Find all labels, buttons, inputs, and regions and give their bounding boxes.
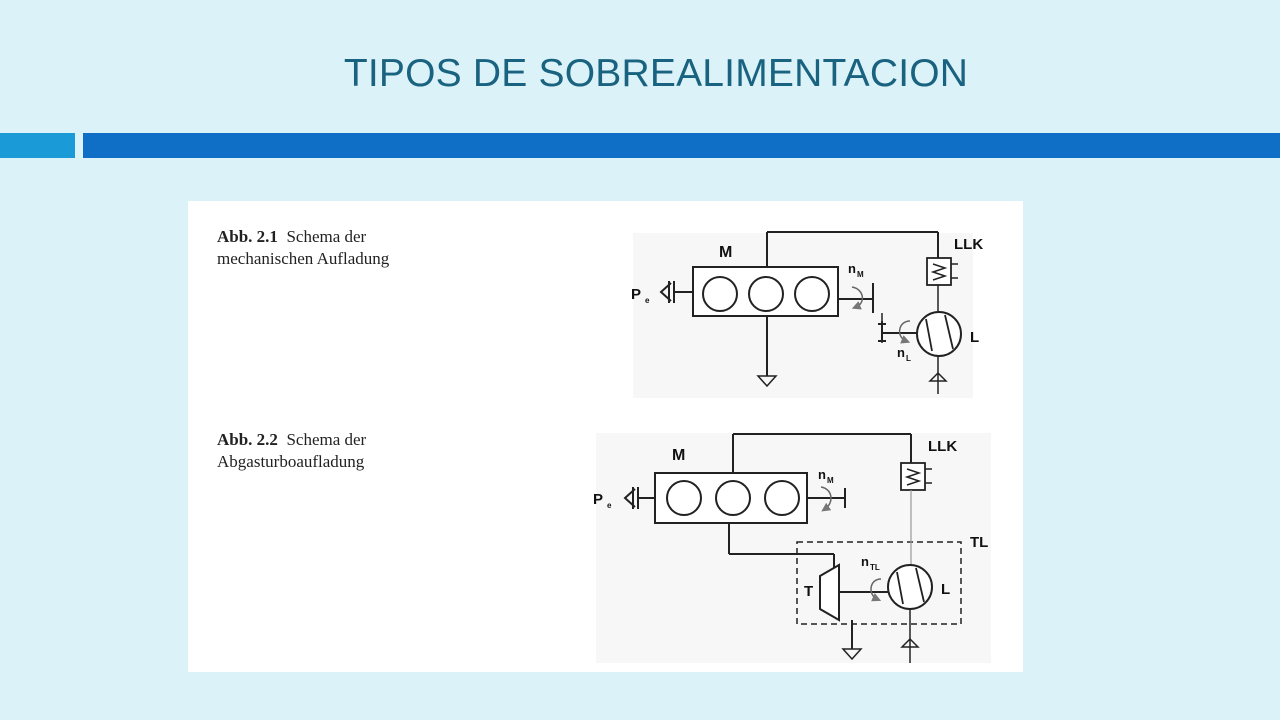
d2-label-power-sub: e: [607, 501, 612, 510]
d2-rotation-arrow-tl: [870, 578, 882, 602]
accent-bar-right: [83, 133, 1280, 158]
d1-label-power-sub: e: [645, 296, 650, 305]
slide-title: TIPOS DE SOBREALIMENTACION: [343, 52, 969, 95]
d2-cylinder-3: [764, 480, 800, 516]
d1-cylinder-3: [794, 276, 830, 312]
schematic-diagrams: M LLK L P e n M n L: [593, 231, 988, 663]
d1-rotation-arrow-l: [898, 320, 911, 344]
d2-rotation-arrow-m: [820, 486, 832, 512]
d1-cylinder-2: [748, 276, 784, 312]
d2-power-arrow: [623, 488, 636, 508]
d2-label-engine: M: [672, 447, 685, 464]
d2-label-turbocharger: TL: [970, 534, 988, 551]
figure-panel: Abb. 2.1 Schema der mechanischen Aufladu…: [188, 201, 1023, 672]
d1-cylinder-1: [702, 276, 738, 312]
d2-compressor: [887, 564, 933, 610]
accent-bar-left: [0, 133, 75, 158]
d1-engine-block: [692, 266, 839, 317]
d2-label-ntl: n: [861, 554, 869, 569]
figure1-caption-label: Abb. 2.1: [217, 227, 278, 246]
figure1-caption-line1: Schema der: [286, 227, 367, 246]
d2-label-compressor: L: [941, 581, 950, 598]
d2-label-power: P: [593, 491, 603, 508]
figure2-caption-line1: Schema der: [286, 430, 367, 449]
figure1-caption-line2: mechanischen Aufladung: [217, 249, 390, 268]
d1-power-arrow: [659, 282, 672, 302]
diagram2-turbo: [623, 433, 962, 663]
d2-label-nm-sub: M: [827, 476, 834, 485]
figure2-caption-line2: Abgasturboaufladung: [217, 452, 365, 471]
d1-label-nl-sub: L: [906, 354, 911, 363]
d2-cylinder-2: [715, 480, 751, 516]
d2-intake-arrow: [900, 637, 920, 648]
d2-label-nm: n: [818, 467, 826, 482]
d2-label-intercooler: LLK: [928, 438, 957, 455]
d1-label-nm-sub: M: [857, 270, 864, 279]
d1-intercooler: [926, 257, 952, 286]
d2-turbine: [819, 563, 840, 622]
d1-exhaust-arrow: [756, 375, 778, 388]
figure2-caption: Abb. 2.2 Schema der Abgasturboaufladung: [217, 429, 366, 473]
d1-label-power: P: [631, 286, 641, 303]
figure2-caption-label: Abb. 2.2: [217, 430, 278, 449]
diagram1-mechanical: [659, 231, 962, 394]
d2-exhaust-arrow: [841, 648, 863, 661]
d2-intercooler: [900, 462, 926, 491]
d2-label-turbine: T: [804, 583, 813, 600]
d2-turbocharger-box: [796, 541, 962, 625]
d2-label-ntl-sub: TL: [870, 563, 880, 572]
d1-label-nm: n: [848, 261, 856, 276]
d1-label-nl: n: [897, 345, 905, 360]
d1-intake-arrow: [928, 371, 948, 382]
d1-compressor: [916, 311, 962, 357]
d1-rotation-arrow-m: [851, 286, 864, 310]
d1-label-compressor: L: [970, 329, 979, 346]
d2-cylinder-1: [666, 480, 702, 516]
d1-label-intercooler: LLK: [954, 236, 983, 253]
figure1-caption: Abb. 2.1 Schema der mechanischen Aufladu…: [217, 226, 389, 270]
d1-label-engine: M: [719, 244, 732, 261]
